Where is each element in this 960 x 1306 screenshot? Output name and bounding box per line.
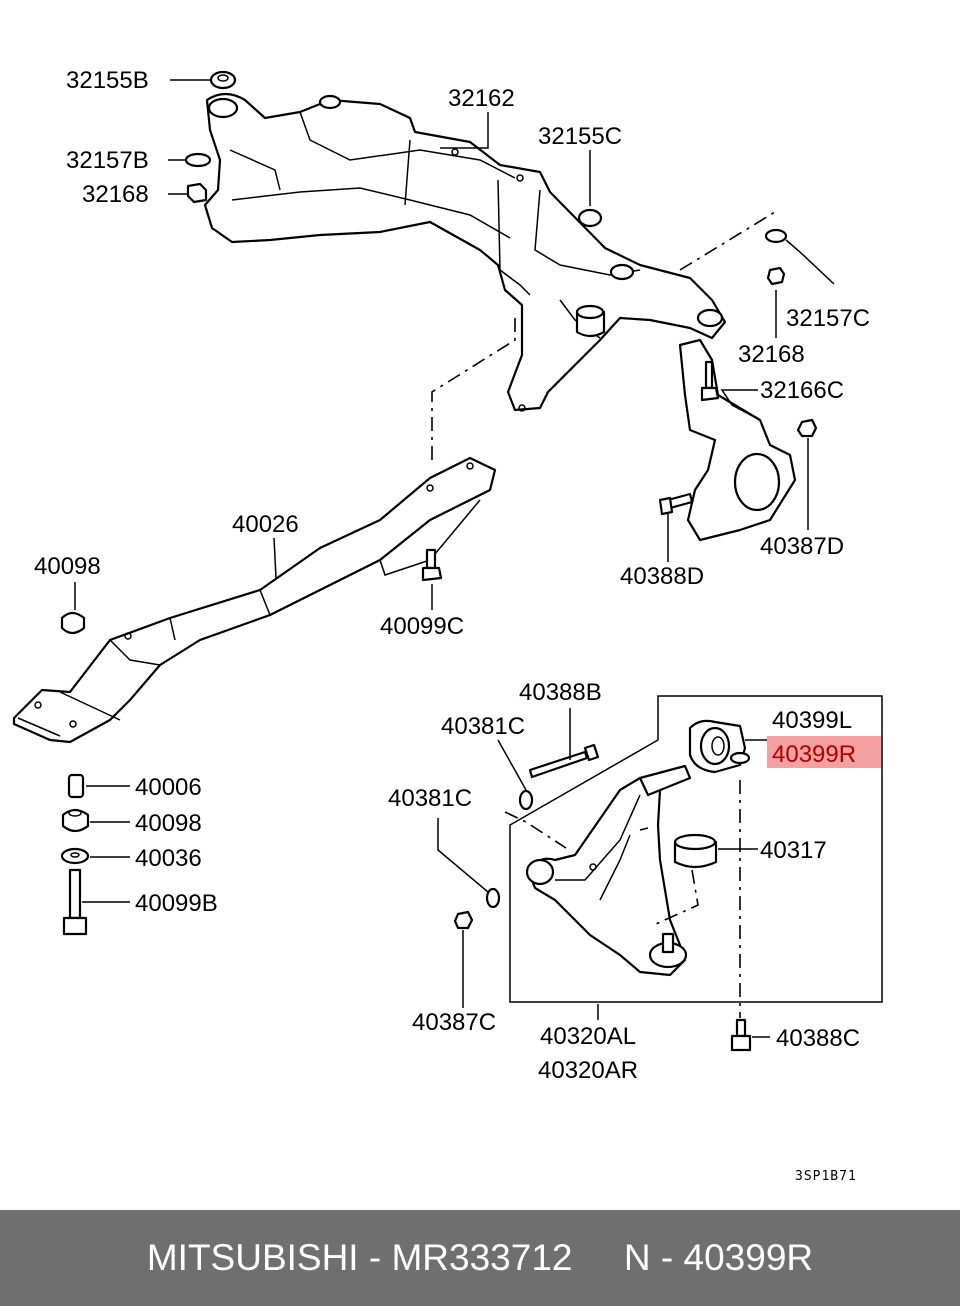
label-40317: 40317 xyxy=(760,837,827,864)
callout-labels: 32155B 32162 32155C 32157B 32168 32157C … xyxy=(34,67,870,1084)
label-32166C: 32166C xyxy=(760,377,844,404)
drawing-code: 3SP1B71 xyxy=(795,1169,857,1184)
label-40006: 40006 xyxy=(135,774,202,801)
washer-icon-32157C xyxy=(764,228,788,244)
parts-diagram: 32155B 32162 32155C 32157B 32168 32157C … xyxy=(12,67,883,1184)
label-40387C: 40387C xyxy=(412,1009,496,1036)
part-info-footer: MITSUBISHI - MR333712 N - 40399R xyxy=(0,1210,960,1306)
label-40320AR: 40320AR xyxy=(538,1057,638,1084)
nut-icon-40381C-lower xyxy=(485,887,501,909)
label-40026: 40026 xyxy=(232,511,299,538)
collar-icon-40006 xyxy=(67,773,85,799)
spacer xyxy=(573,1237,624,1279)
label-40098-top: 40098 xyxy=(34,553,101,580)
label-40399L: 40399L xyxy=(772,707,852,734)
part-number: MR333712 xyxy=(391,1237,573,1278)
bushing-icon-32155B xyxy=(209,70,237,90)
bolt-icon-40099B xyxy=(62,868,88,936)
label-40388C: 40388C xyxy=(776,1025,860,1052)
label-32162: 32162 xyxy=(448,85,515,112)
brand-name: MITSUBISHI xyxy=(146,1237,359,1278)
bolt-icon-32166C xyxy=(700,360,720,402)
label-40399R: 40399R xyxy=(772,741,856,768)
label-32157B: 32157B xyxy=(66,147,149,174)
washer-icon-32157B xyxy=(184,152,212,168)
leader-lines xyxy=(74,79,835,1038)
label-32157C: 32157C xyxy=(786,305,870,332)
washer-icon-40036 xyxy=(60,847,90,865)
bushing-bracket-icon-40399 xyxy=(688,719,751,774)
label-40098-bottom: 40098 xyxy=(135,810,202,837)
lower-arm-part-40320 xyxy=(525,764,692,977)
bushing-icon-40098-loose xyxy=(61,808,90,833)
label-40036: 40036 xyxy=(135,845,202,872)
label-40381C-upper: 40381C xyxy=(441,713,525,740)
separator: - xyxy=(650,1237,684,1278)
nut-icon-40387D xyxy=(796,418,818,438)
alignment-lines xyxy=(431,211,776,1018)
label-40381C-lower: 40381C xyxy=(388,785,472,812)
nut-icon-40387C xyxy=(453,910,474,930)
label-40387D: 40387D xyxy=(760,533,844,560)
separator: - xyxy=(358,1237,392,1278)
nut-icon-32168-right xyxy=(766,266,786,286)
bolt-icon-40099C xyxy=(421,548,443,582)
nut-icon-32168-left xyxy=(186,182,208,204)
bolt-icon-40388D xyxy=(658,492,694,516)
label-32168-right: 32168 xyxy=(738,341,805,368)
crossmember-part-32162 xyxy=(203,92,727,412)
label-40388D: 40388D xyxy=(620,563,704,590)
nut-icon-40381C-upper xyxy=(518,789,534,811)
bushing-icon-40317 xyxy=(673,833,718,869)
label-40099C: 40099C xyxy=(380,613,464,640)
highlight-40399R xyxy=(767,736,881,768)
n-prefix: N xyxy=(623,1237,651,1278)
knuckle-bracket xyxy=(678,338,797,542)
group-frame xyxy=(509,695,883,1003)
label-32155C: 32155C xyxy=(538,123,622,150)
label-40099B: 40099B xyxy=(135,890,218,917)
bushing-icon-40098 xyxy=(60,611,86,635)
label-32155B: 32155B xyxy=(66,67,149,94)
diagram-ref: 40399R xyxy=(683,1237,814,1278)
label-40388B: 40388B xyxy=(519,679,602,706)
bushing-icon-32155C xyxy=(577,208,603,228)
bolt-icon-40388C xyxy=(730,1018,752,1052)
bolt-icon-40388B xyxy=(528,743,600,779)
label-40320AL: 40320AL xyxy=(540,1023,636,1050)
label-32168-left: 32168 xyxy=(82,181,149,208)
crossmember-part-40026 xyxy=(12,456,497,744)
